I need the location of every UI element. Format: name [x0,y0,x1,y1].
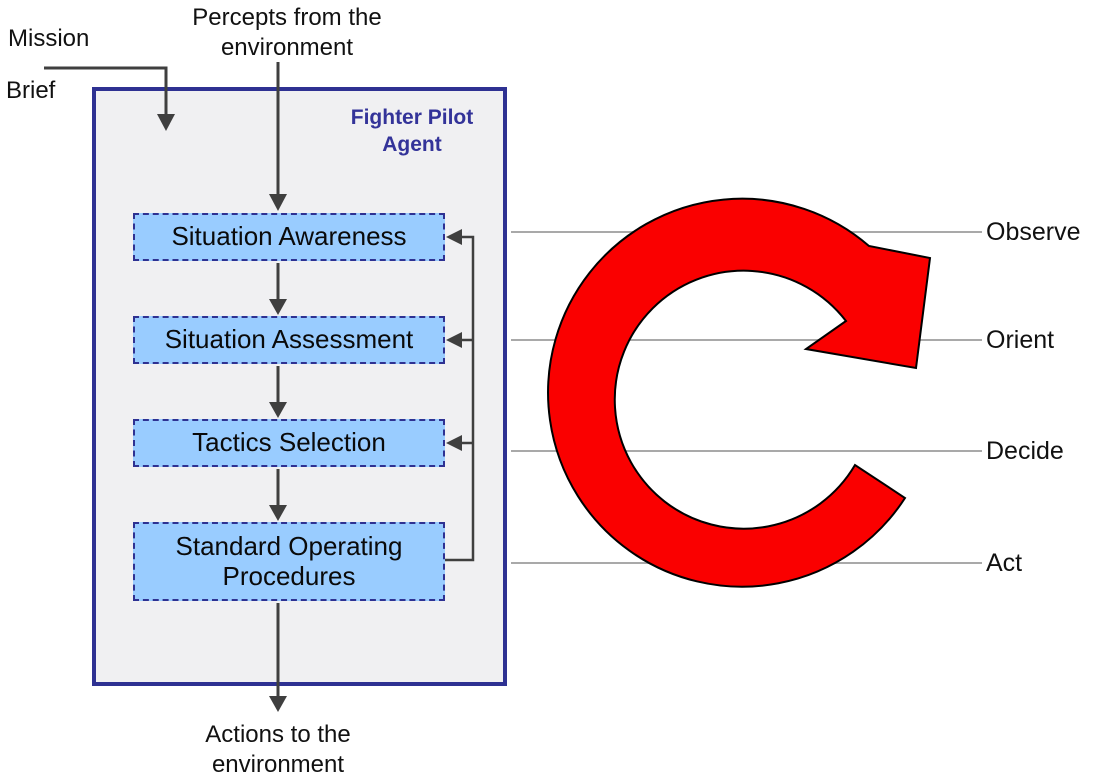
process-box-label: Standard Operating Procedures [175,530,403,591]
ooda-label-orient: Orient [986,326,1055,354]
actions-label: Actions to the environment [205,721,351,778]
process-box-standard-operating-procedures: Standard Operating Procedures [133,522,445,601]
percepts-label: Percepts from the environment [192,4,382,61]
agent-title: Fighter Pilot Agent [350,106,474,157]
actions-arrow-head [269,696,287,712]
ooda-loop-arrow [547,197,932,588]
process-box-label: Tactics Selection [192,427,386,458]
mission-label: Mission [8,25,90,52]
process-box-tactics-selection: Tactics Selection [133,419,445,467]
brief-label: Brief [6,77,56,104]
process-box-label: Situation Assessment [164,324,414,355]
process-box-situation-awareness: Situation Awareness [133,213,445,261]
process-box-label: Situation Awareness [171,221,407,252]
ooda-label-observe: Observe [986,218,1081,246]
ooda-label-act: Act [986,549,1023,577]
process-box-situation-assessment: Situation Assessment [133,316,445,364]
ooda-label-decide: Decide [986,437,1064,465]
